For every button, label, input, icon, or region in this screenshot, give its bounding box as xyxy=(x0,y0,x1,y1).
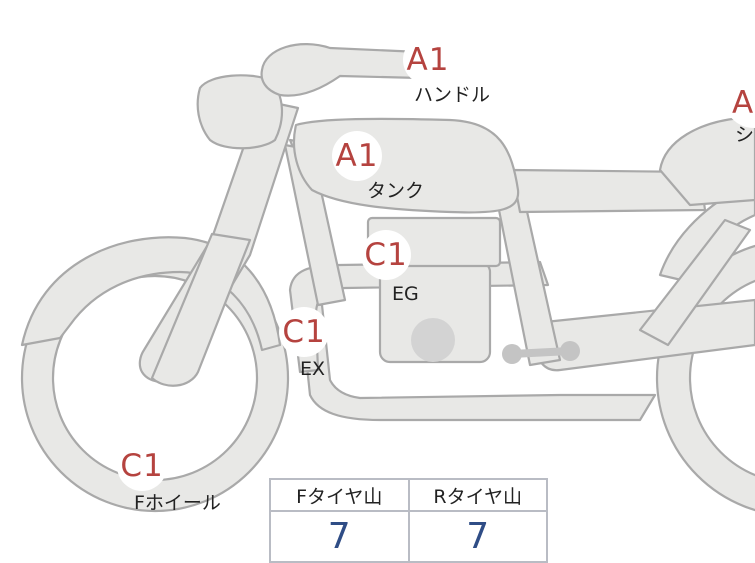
fork-lower xyxy=(150,232,252,387)
handlebar xyxy=(260,43,442,97)
seat-label: シ xyxy=(735,124,755,146)
tank-label: タンク xyxy=(367,180,425,202)
front-wheel-label: Fホイール xyxy=(134,492,221,514)
engine-grade-badge: C1 xyxy=(361,230,411,280)
footrest-right xyxy=(560,341,580,361)
footrest-left xyxy=(502,344,522,364)
exhaust-grade-badge: C1 xyxy=(279,307,329,357)
tank-grade-badge: A1 xyxy=(332,131,382,181)
rear-shock xyxy=(638,218,752,347)
handle-grade-badge: A1 xyxy=(403,35,453,85)
rear-tire-header: Rタイヤ山 xyxy=(407,478,548,512)
frame-lower xyxy=(298,298,657,422)
front-tire-value: 7 xyxy=(269,510,410,563)
engine-label: EG xyxy=(392,283,419,305)
engine-cover xyxy=(411,318,455,362)
rear-fender xyxy=(658,186,755,284)
exhaust-label: EX xyxy=(300,358,326,380)
rear-tire-value: 7 xyxy=(407,510,548,563)
seat xyxy=(658,115,755,207)
front-wheel-grade-badge: C1 xyxy=(117,441,167,491)
tire-tread-table: Fタイヤ山 Rタイヤ山 7 7 xyxy=(269,478,548,563)
front-tire-header: Fタイヤ山 xyxy=(269,478,410,512)
handle-label: ハンドル xyxy=(414,84,491,106)
headlight xyxy=(196,74,284,150)
